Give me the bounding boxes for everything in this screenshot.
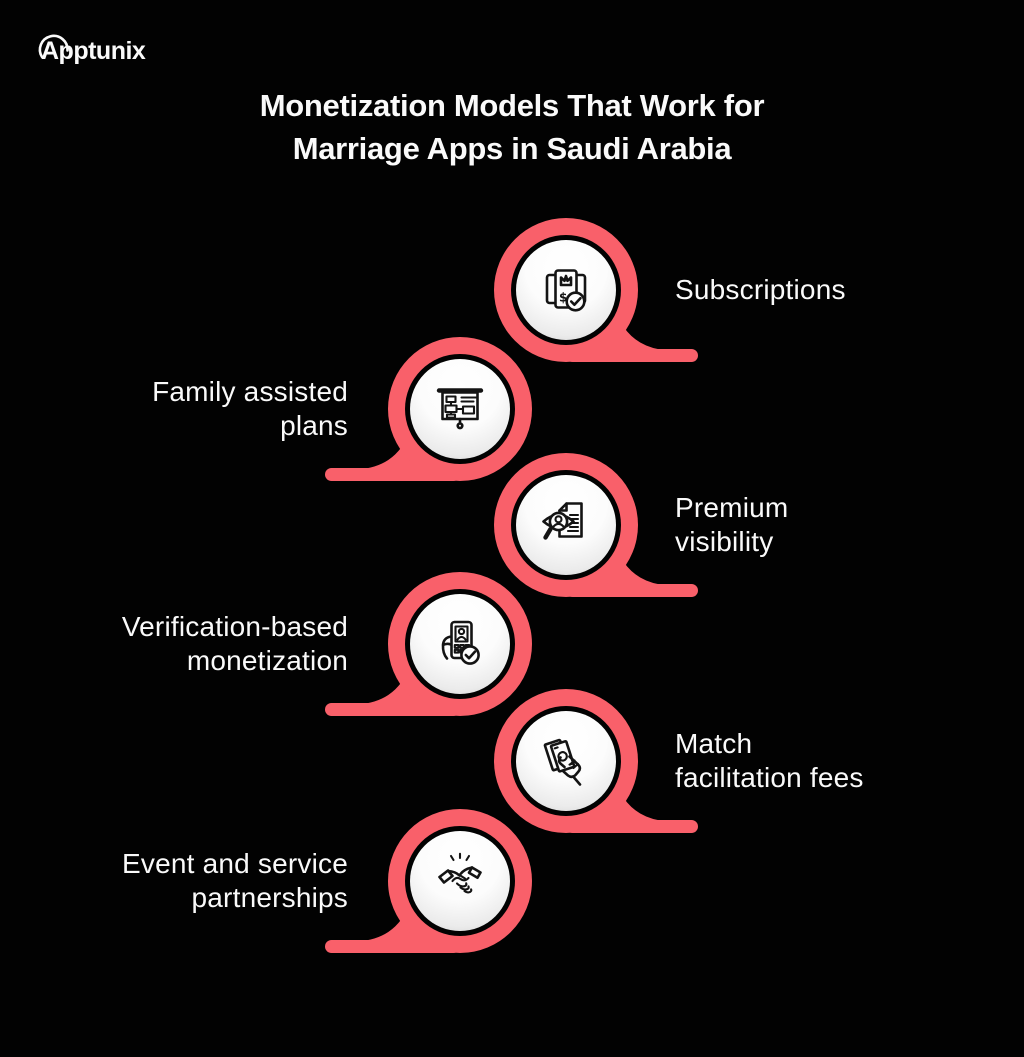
pin-premium-visibility — [494, 453, 698, 597]
profile-visibility-icon — [542, 502, 583, 540]
handshake-icon — [438, 852, 482, 894]
label-premium-visibility: Premium visibility — [675, 492, 789, 557]
pin-family-plans — [325, 337, 532, 481]
label-partnerships: Event and service partnerships — [122, 848, 348, 913]
page-title: Monetization Models That Work for Marria… — [259, 88, 765, 166]
pin-verification — [325, 572, 532, 716]
label-family-plans: Family assisted plans — [152, 376, 348, 441]
pin-partnerships — [325, 809, 532, 953]
logo-text: Apptunix — [41, 37, 146, 65]
logo-arc-icon — [38, 34, 69, 59]
svg-text:$: $ — [559, 291, 567, 305]
label-verification: Verification-based monetization — [121, 611, 348, 676]
subscription-plan-icon: $ — [545, 269, 587, 312]
pin-subscriptions — [494, 218, 698, 362]
payment-hand-icon — [543, 738, 582, 786]
id-verification-icon — [441, 620, 480, 665]
label-match-fees: Match facilitation fees — [675, 728, 864, 793]
pin-match-fees — [494, 689, 698, 833]
apptunix-logo: Apptunix — [38, 34, 146, 65]
label-subscriptions: Subscriptions — [675, 274, 846, 305]
family-plan-board-icon — [436, 388, 484, 430]
